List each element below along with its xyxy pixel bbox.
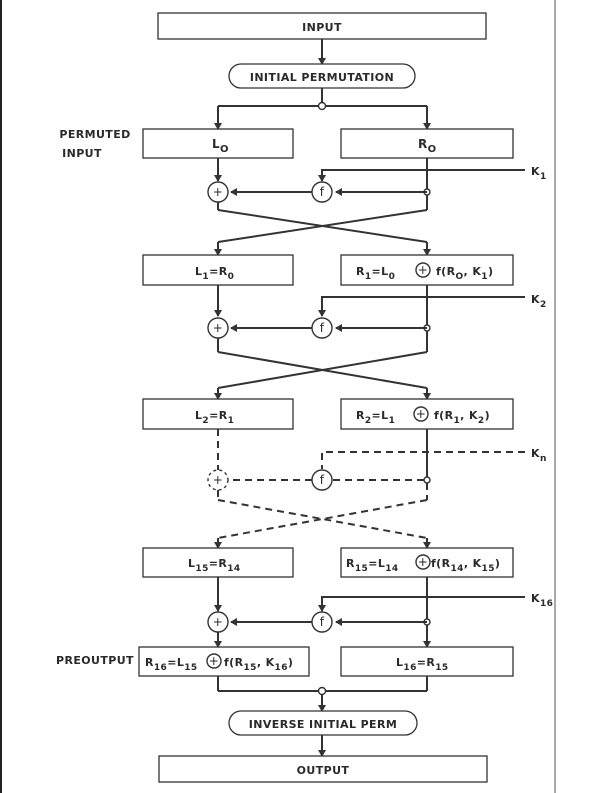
r16-xor-symbol	[206, 653, 222, 669]
xorn-symbol: +	[213, 473, 223, 487]
cross2-b	[217, 351, 428, 389]
r15-f-label: f(R14, K15)	[431, 557, 500, 574]
r16-label: R16=L15	[145, 656, 198, 673]
r2-f-label: f(R1, K2)	[434, 409, 490, 426]
r1-xor-symbol	[415, 262, 431, 278]
xorn-node	[207, 469, 229, 491]
r1-label: R1=L0	[356, 265, 395, 282]
r1-xor-plus: +	[418, 263, 428, 277]
preoutput-label: PREOUTPUT	[56, 654, 134, 667]
k2-label: K2	[531, 293, 547, 310]
k1-line	[318, 169, 525, 182]
xor16-symbol: +	[213, 615, 223, 629]
r16-f-label: f(R15, K16)	[224, 656, 293, 673]
merge-node	[317, 686, 327, 696]
r15-xor-symbol	[415, 554, 431, 570]
l15-label: L15=R14	[188, 557, 241, 574]
l16-box	[340, 646, 514, 677]
input-label: INPUT	[302, 21, 342, 34]
r2-tap-node	[423, 476, 431, 484]
k16-line	[318, 596, 525, 612]
r1-f-label: f(RO, K1)	[436, 265, 493, 282]
k16-label: K16	[531, 592, 553, 609]
r16-xor-plus: +	[209, 654, 219, 668]
fn-symbol: f	[320, 473, 325, 487]
r15-xor-plus: +	[418, 555, 428, 569]
initial-permutation-label: INITIAL PERMUTATION	[250, 71, 394, 84]
xor1-symbol: +	[213, 185, 223, 199]
l0-label: LO	[212, 137, 229, 155]
input-box	[157, 12, 487, 40]
l0-box	[142, 128, 294, 159]
f1-symbol: f	[320, 185, 325, 199]
r2-xor-symbol	[413, 406, 429, 422]
l2-label: L2=R1	[195, 409, 234, 426]
output-label: OUTPUT	[297, 764, 350, 777]
r15-label: R15=L14	[346, 557, 399, 574]
split-node	[317, 101, 327, 111]
r2-label: R2=L1	[356, 409, 395, 426]
l1-label: L1=R0	[195, 265, 234, 282]
r0-label: RO	[418, 137, 437, 155]
k1-label: K1	[531, 165, 547, 182]
l1-box	[142, 254, 294, 286]
cross1-b	[217, 209, 428, 243]
r2-xor-plus: +	[416, 407, 426, 421]
f16-symbol: f	[320, 615, 325, 629]
permuted-input-label-line1: PERMUTED	[59, 128, 130, 141]
inverse-initial-perm-label: INVERSE INITIAL PERM	[249, 718, 397, 731]
l15-box	[142, 547, 294, 578]
xor2-symbol: +	[213, 321, 223, 335]
l16-label: L16=R15	[396, 656, 449, 673]
permuted-input-label-line2: INPUT	[62, 147, 102, 160]
r16-box	[138, 646, 310, 677]
kn-label: Kn	[531, 447, 547, 464]
output-box	[158, 755, 488, 783]
k2-line	[318, 296, 525, 317]
f2-symbol: f	[320, 321, 325, 335]
kn-line	[321, 451, 525, 469]
